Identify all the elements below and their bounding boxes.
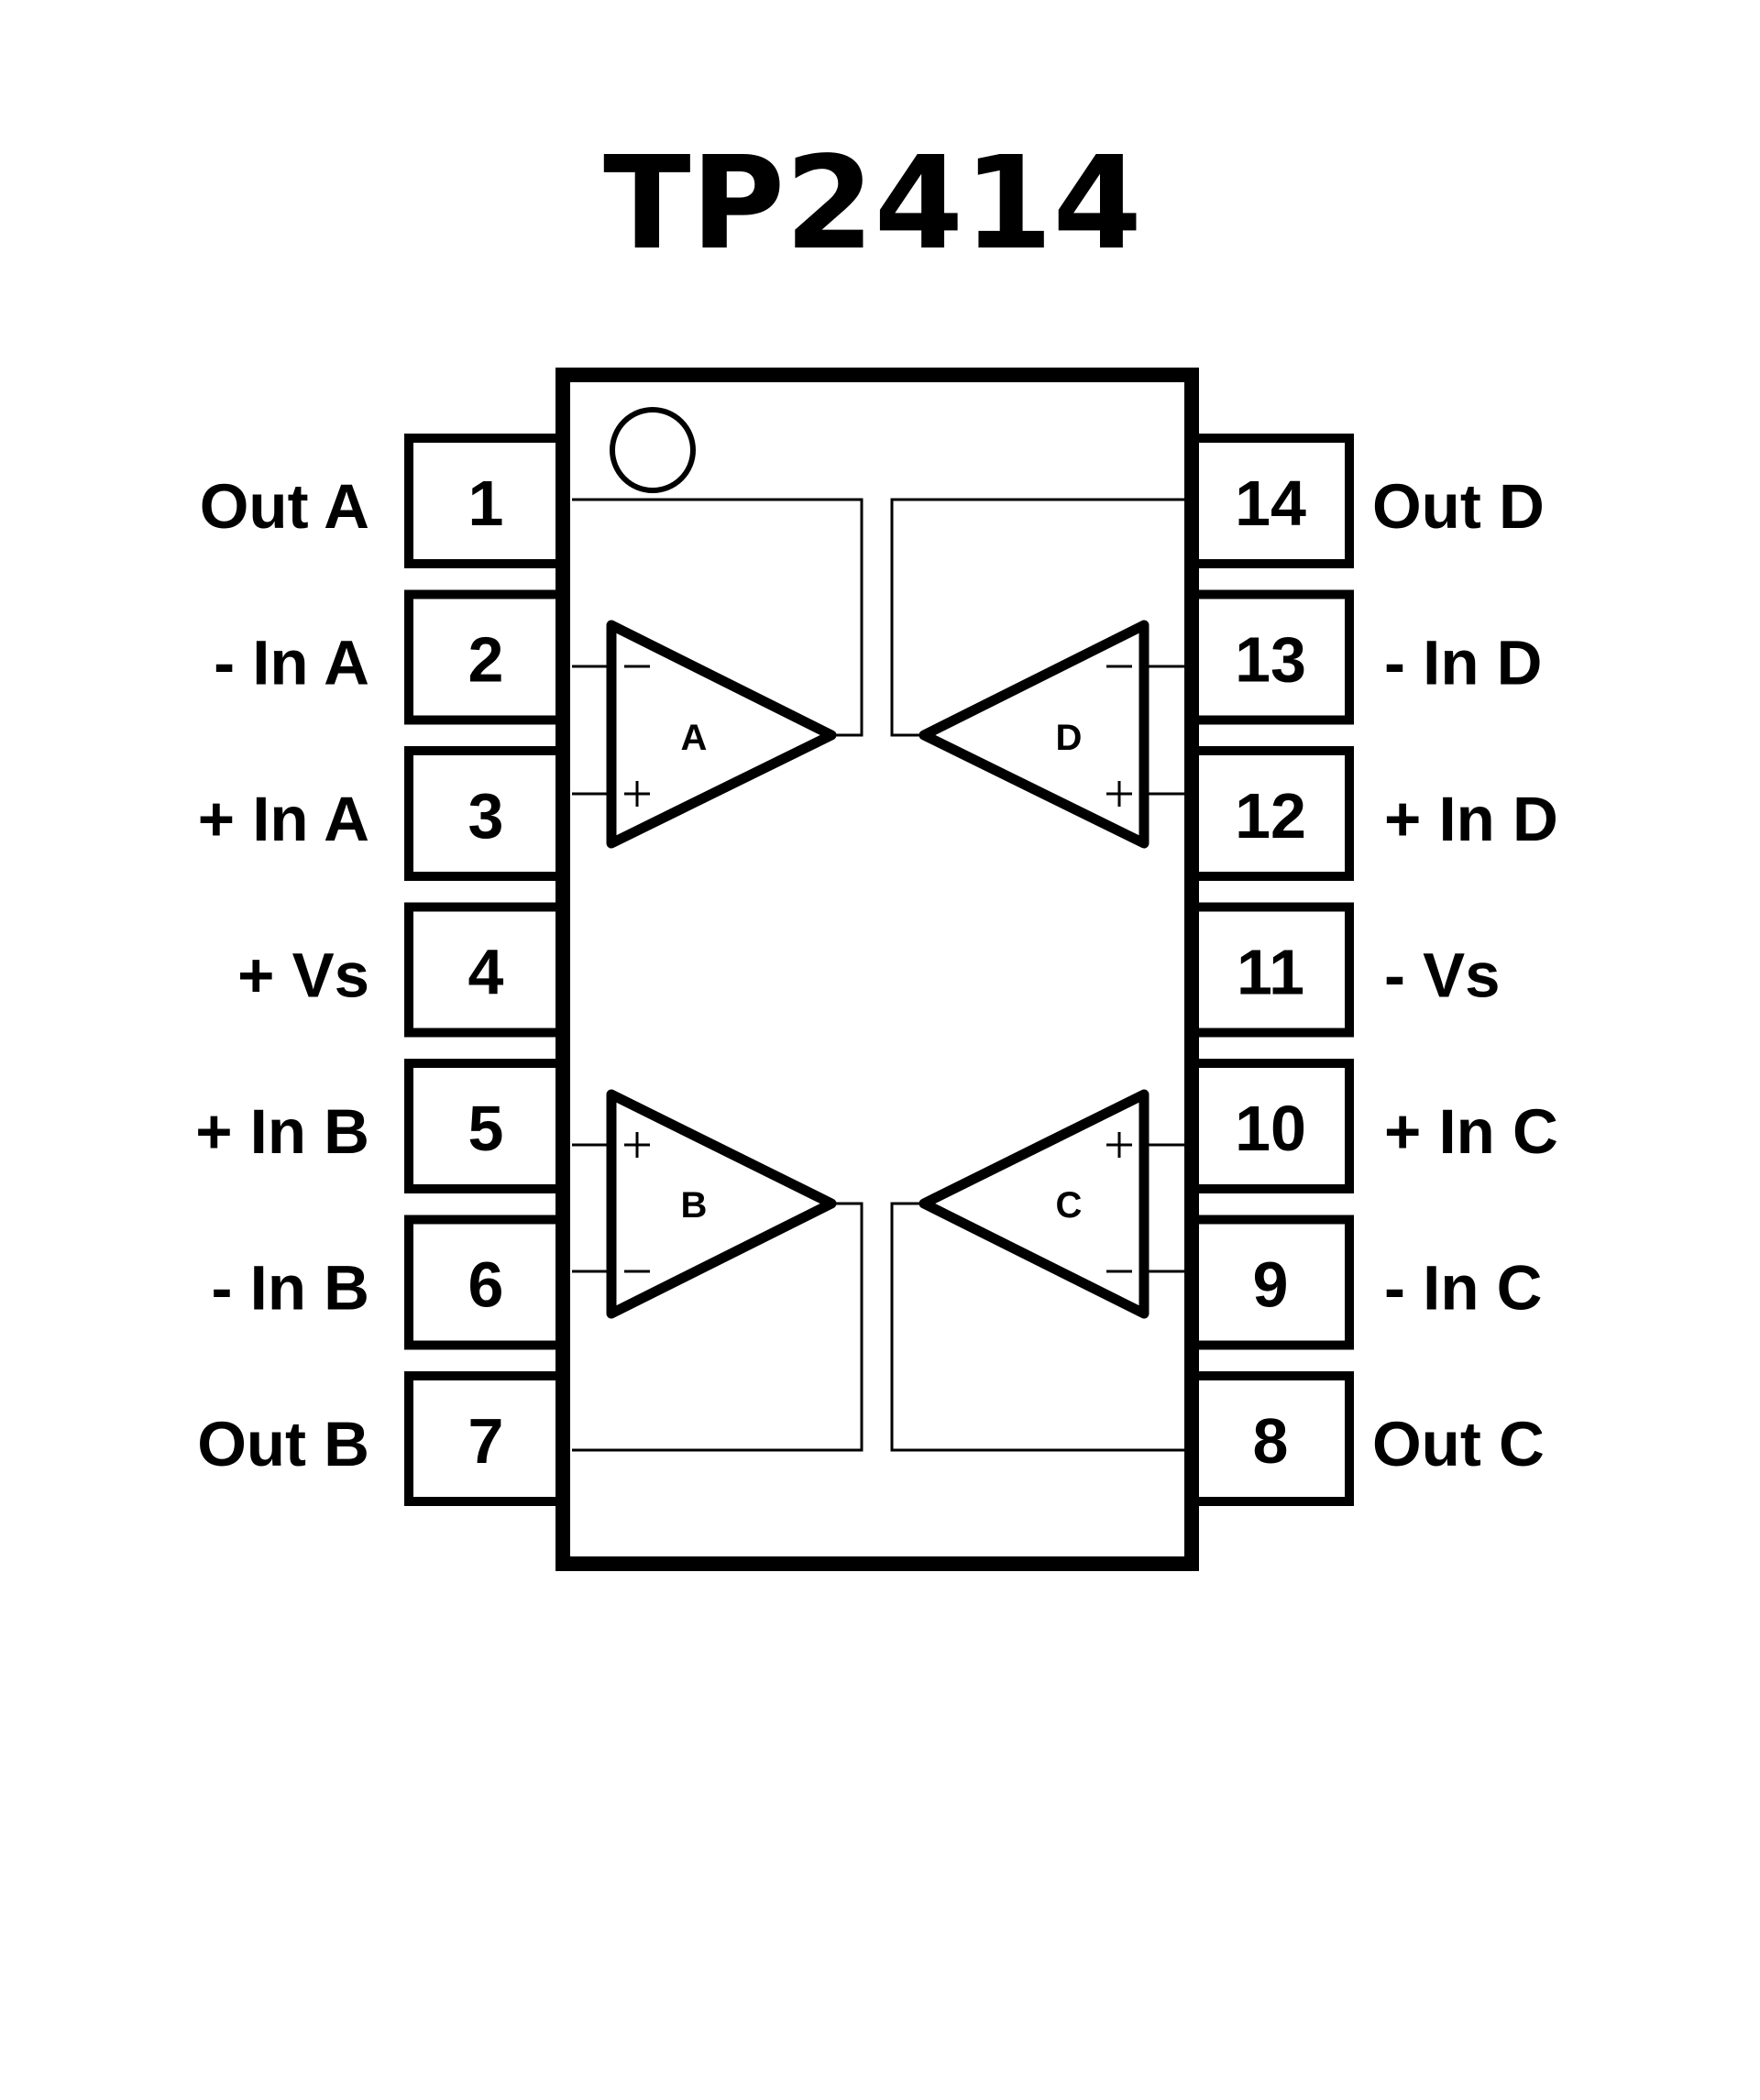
pin-box (1185, 1371, 1354, 1506)
right-pin-column: 14 Out D 13 - In D 12 + In D 11 - Vs 10 + In C 9 - … (1185, 434, 1558, 1506)
plus-sign-icon (1106, 781, 1132, 807)
pin-number: 9 (1253, 1249, 1289, 1321)
pin-number: 13 (1235, 624, 1306, 696)
pin-6: 6 - In B (212, 1215, 569, 1350)
pin-1: 1 Out A (200, 434, 569, 568)
amplifier-b: B (572, 1089, 864, 1452)
pin-label: - In C (1384, 1253, 1542, 1324)
feedback-wire-c (890, 1202, 1185, 1452)
pin-label: + In D (1384, 784, 1558, 854)
pin-12: 12 + In D (1185, 746, 1558, 881)
pin-14: 14 Out D (1185, 434, 1545, 568)
pin-label: - In A (214, 628, 369, 698)
pin-9: 9 - In C (1185, 1215, 1542, 1350)
pin-label: + In A (198, 784, 369, 854)
amplifier-label-a: A (681, 718, 708, 758)
amplifier-d: D (890, 498, 1185, 849)
pin-box (1185, 1059, 1354, 1193)
amplifier-a: A (572, 498, 864, 849)
pin-box (1185, 1215, 1354, 1350)
pin-label: Out A (200, 471, 369, 542)
amplifier-label-c: C (1056, 1185, 1083, 1226)
pin-label: + In C (1384, 1096, 1558, 1167)
pin-number: 3 (468, 780, 504, 852)
amplifier-label-b: B (681, 1185, 708, 1226)
pin-11: 11 - Vs (1185, 902, 1501, 1038)
pin-number: 12 (1235, 780, 1306, 852)
pin-3: 3 + In A (198, 746, 569, 881)
plus-sign-icon (624, 1132, 650, 1158)
pin-box (404, 1059, 569, 1193)
left-pin-column: 1 Out A 2 - In A 3 + In A 4 + Vs 5 + In B 6 - In B 7… (195, 434, 569, 1506)
feedback-wire-a (572, 498, 864, 737)
pin-4: 4 + Vs (237, 902, 569, 1038)
pin-number: 8 (1253, 1405, 1289, 1477)
feedback-wire-b (572, 1202, 864, 1452)
amplifier-label-d: D (1056, 718, 1083, 758)
pin-box (404, 746, 569, 881)
pin-13: 13 - In D (1185, 589, 1542, 725)
feedback-wire-d (890, 498, 1185, 737)
chip-title: TP2414 (603, 129, 1142, 279)
ic-body (556, 368, 1199, 1571)
pin-label: Out C (1372, 1409, 1545, 1479)
opamp-triangle-d (918, 620, 1150, 849)
pin-number: 1 (468, 467, 504, 539)
opamp-triangle-b (606, 1089, 837, 1319)
pin-number: 2 (468, 624, 504, 696)
plus-sign-icon (624, 781, 650, 807)
pin-number: 10 (1235, 1093, 1306, 1164)
opamp-triangle-c (918, 1089, 1150, 1319)
pin-label: + In B (195, 1096, 369, 1167)
pin-number: 11 (1237, 937, 1304, 1008)
pin1-notch-icon (610, 407, 696, 493)
pin-label: + Vs (237, 940, 369, 1011)
pin-label: Out D (1372, 471, 1545, 542)
pin-label: Out B (197, 1409, 369, 1479)
pin-label: - In D (1384, 628, 1542, 698)
pin-label: - In B (212, 1253, 369, 1324)
pin-box (404, 434, 569, 568)
plus-sign-icon (1106, 1132, 1132, 1158)
pin-5: 5 + In B (195, 1059, 569, 1193)
pin-8: 8 Out C (1185, 1371, 1545, 1506)
pin-number: 4 (468, 937, 504, 1008)
pin-2: 2 - In A (214, 589, 569, 725)
pin-number: 14 (1235, 467, 1306, 539)
amplifier-c: C (890, 1089, 1185, 1452)
pin-10: 10 + In C (1185, 1059, 1558, 1193)
opamp-triangle-a (606, 620, 837, 849)
pin-box (1185, 902, 1354, 1038)
pin-number: 7 (468, 1405, 504, 1477)
pin-number: 5 (468, 1093, 504, 1164)
pin-box (404, 589, 569, 725)
pin-7: 7 Out B (197, 1371, 569, 1506)
pin-label: - Vs (1384, 940, 1501, 1011)
pin-number: 6 (468, 1249, 504, 1321)
